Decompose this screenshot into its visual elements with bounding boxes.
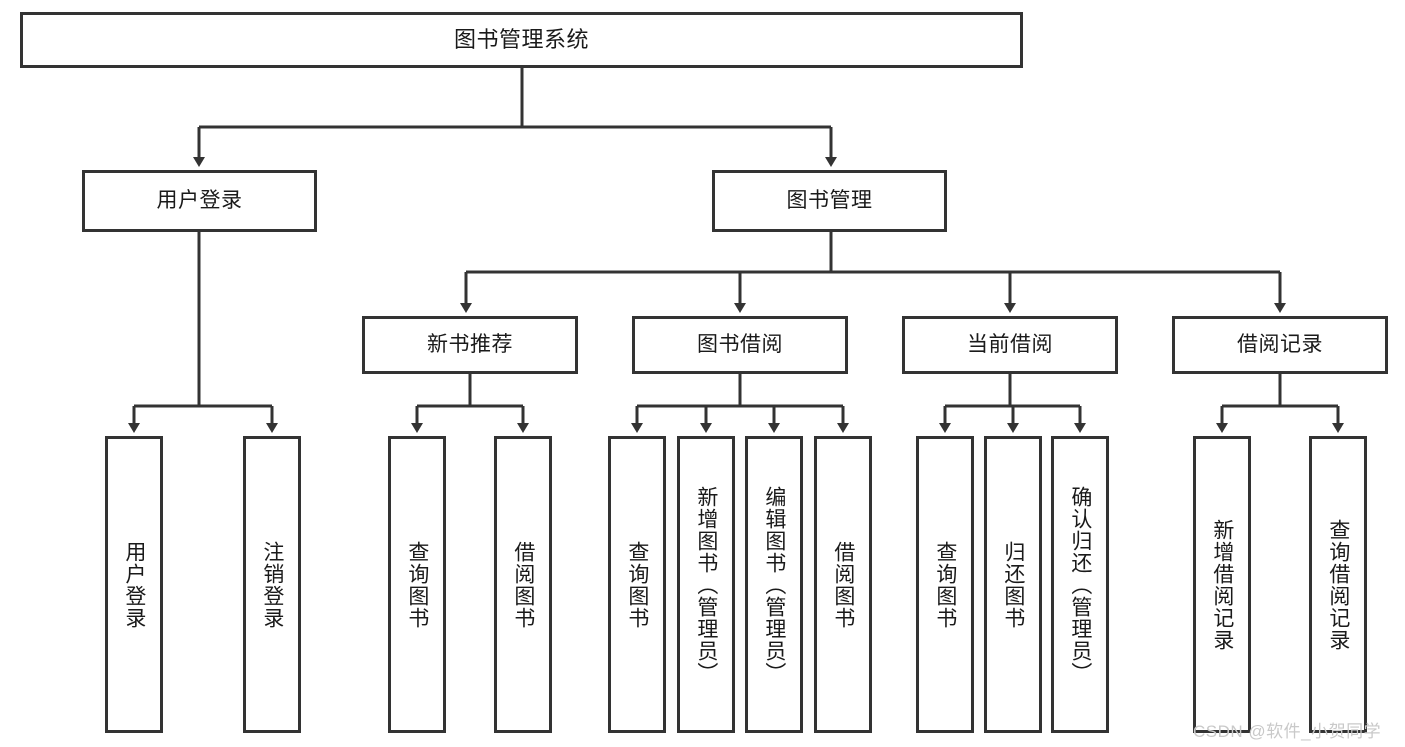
leaf-current-return-book[interactable]: 归还图书 (984, 436, 1042, 733)
leaf-borrow-edit-book-admin[interactable]: 编辑图书（管理员） (745, 436, 803, 733)
leaf-borrow-borrow-book[interactable]: 借阅图书 (814, 436, 872, 733)
node-label: 借阅图书 (511, 540, 535, 629)
node-user-login[interactable]: 用户登录 (82, 170, 317, 232)
node-label: 编辑图书（管理员） (762, 485, 786, 684)
node-label: 新增借阅记录 (1210, 518, 1234, 651)
node-label: 用户登录 (156, 188, 243, 212)
leaf-record-query-record[interactable]: 查询借阅记录 (1309, 436, 1367, 733)
node-label: 查询图书 (625, 540, 649, 629)
node-label: 借阅记录 (1237, 332, 1323, 356)
node-book-management[interactable]: 图书管理 (712, 170, 947, 232)
node-label: 图书借阅 (697, 332, 783, 356)
node-label: 确认归还（管理员） (1068, 485, 1092, 684)
node-label: 新书推荐 (427, 332, 513, 356)
node-label: 图书管理系统 (453, 27, 589, 53)
leaf-record-add-record[interactable]: 新增借阅记录 (1193, 436, 1251, 733)
node-new-book-recommend[interactable]: 新书推荐 (362, 316, 578, 374)
node-label: 注销登录 (260, 540, 284, 629)
leaf-current-query-book[interactable]: 查询图书 (916, 436, 974, 733)
node-root-system[interactable]: 图书管理系统 (20, 12, 1023, 68)
node-label: 新增图书（管理员） (694, 485, 718, 684)
leaf-recommend-borrow-book[interactable]: 借阅图书 (494, 436, 552, 733)
leaf-borrow-add-book-admin[interactable]: 新增图书（管理员） (677, 436, 735, 733)
node-label: 借阅图书 (831, 540, 855, 629)
watermark-text: CSDN @软件_小贺同学 (1193, 722, 1382, 741)
node-label: 查询图书 (933, 540, 957, 629)
node-book-borrow[interactable]: 图书借阅 (632, 316, 848, 374)
node-label: 用户登录 (122, 540, 146, 629)
node-label: 归还图书 (1001, 540, 1025, 629)
node-current-borrow[interactable]: 当前借阅 (902, 316, 1118, 374)
node-label: 查询借阅记录 (1326, 518, 1350, 651)
node-label: 当前借阅 (967, 332, 1053, 356)
leaf-user-login-logout[interactable]: 注销登录 (243, 436, 301, 733)
leaf-recommend-query-book[interactable]: 查询图书 (388, 436, 446, 733)
leaf-user-login-login[interactable]: 用户登录 (105, 436, 163, 733)
node-borrow-record[interactable]: 借阅记录 (1172, 316, 1388, 374)
node-label: 查询图书 (405, 540, 429, 629)
leaf-borrow-query-book[interactable]: 查询图书 (608, 436, 666, 733)
node-label: 图书管理 (786, 188, 873, 212)
leaf-current-confirm-return-admin[interactable]: 确认归还（管理员） (1051, 436, 1109, 733)
